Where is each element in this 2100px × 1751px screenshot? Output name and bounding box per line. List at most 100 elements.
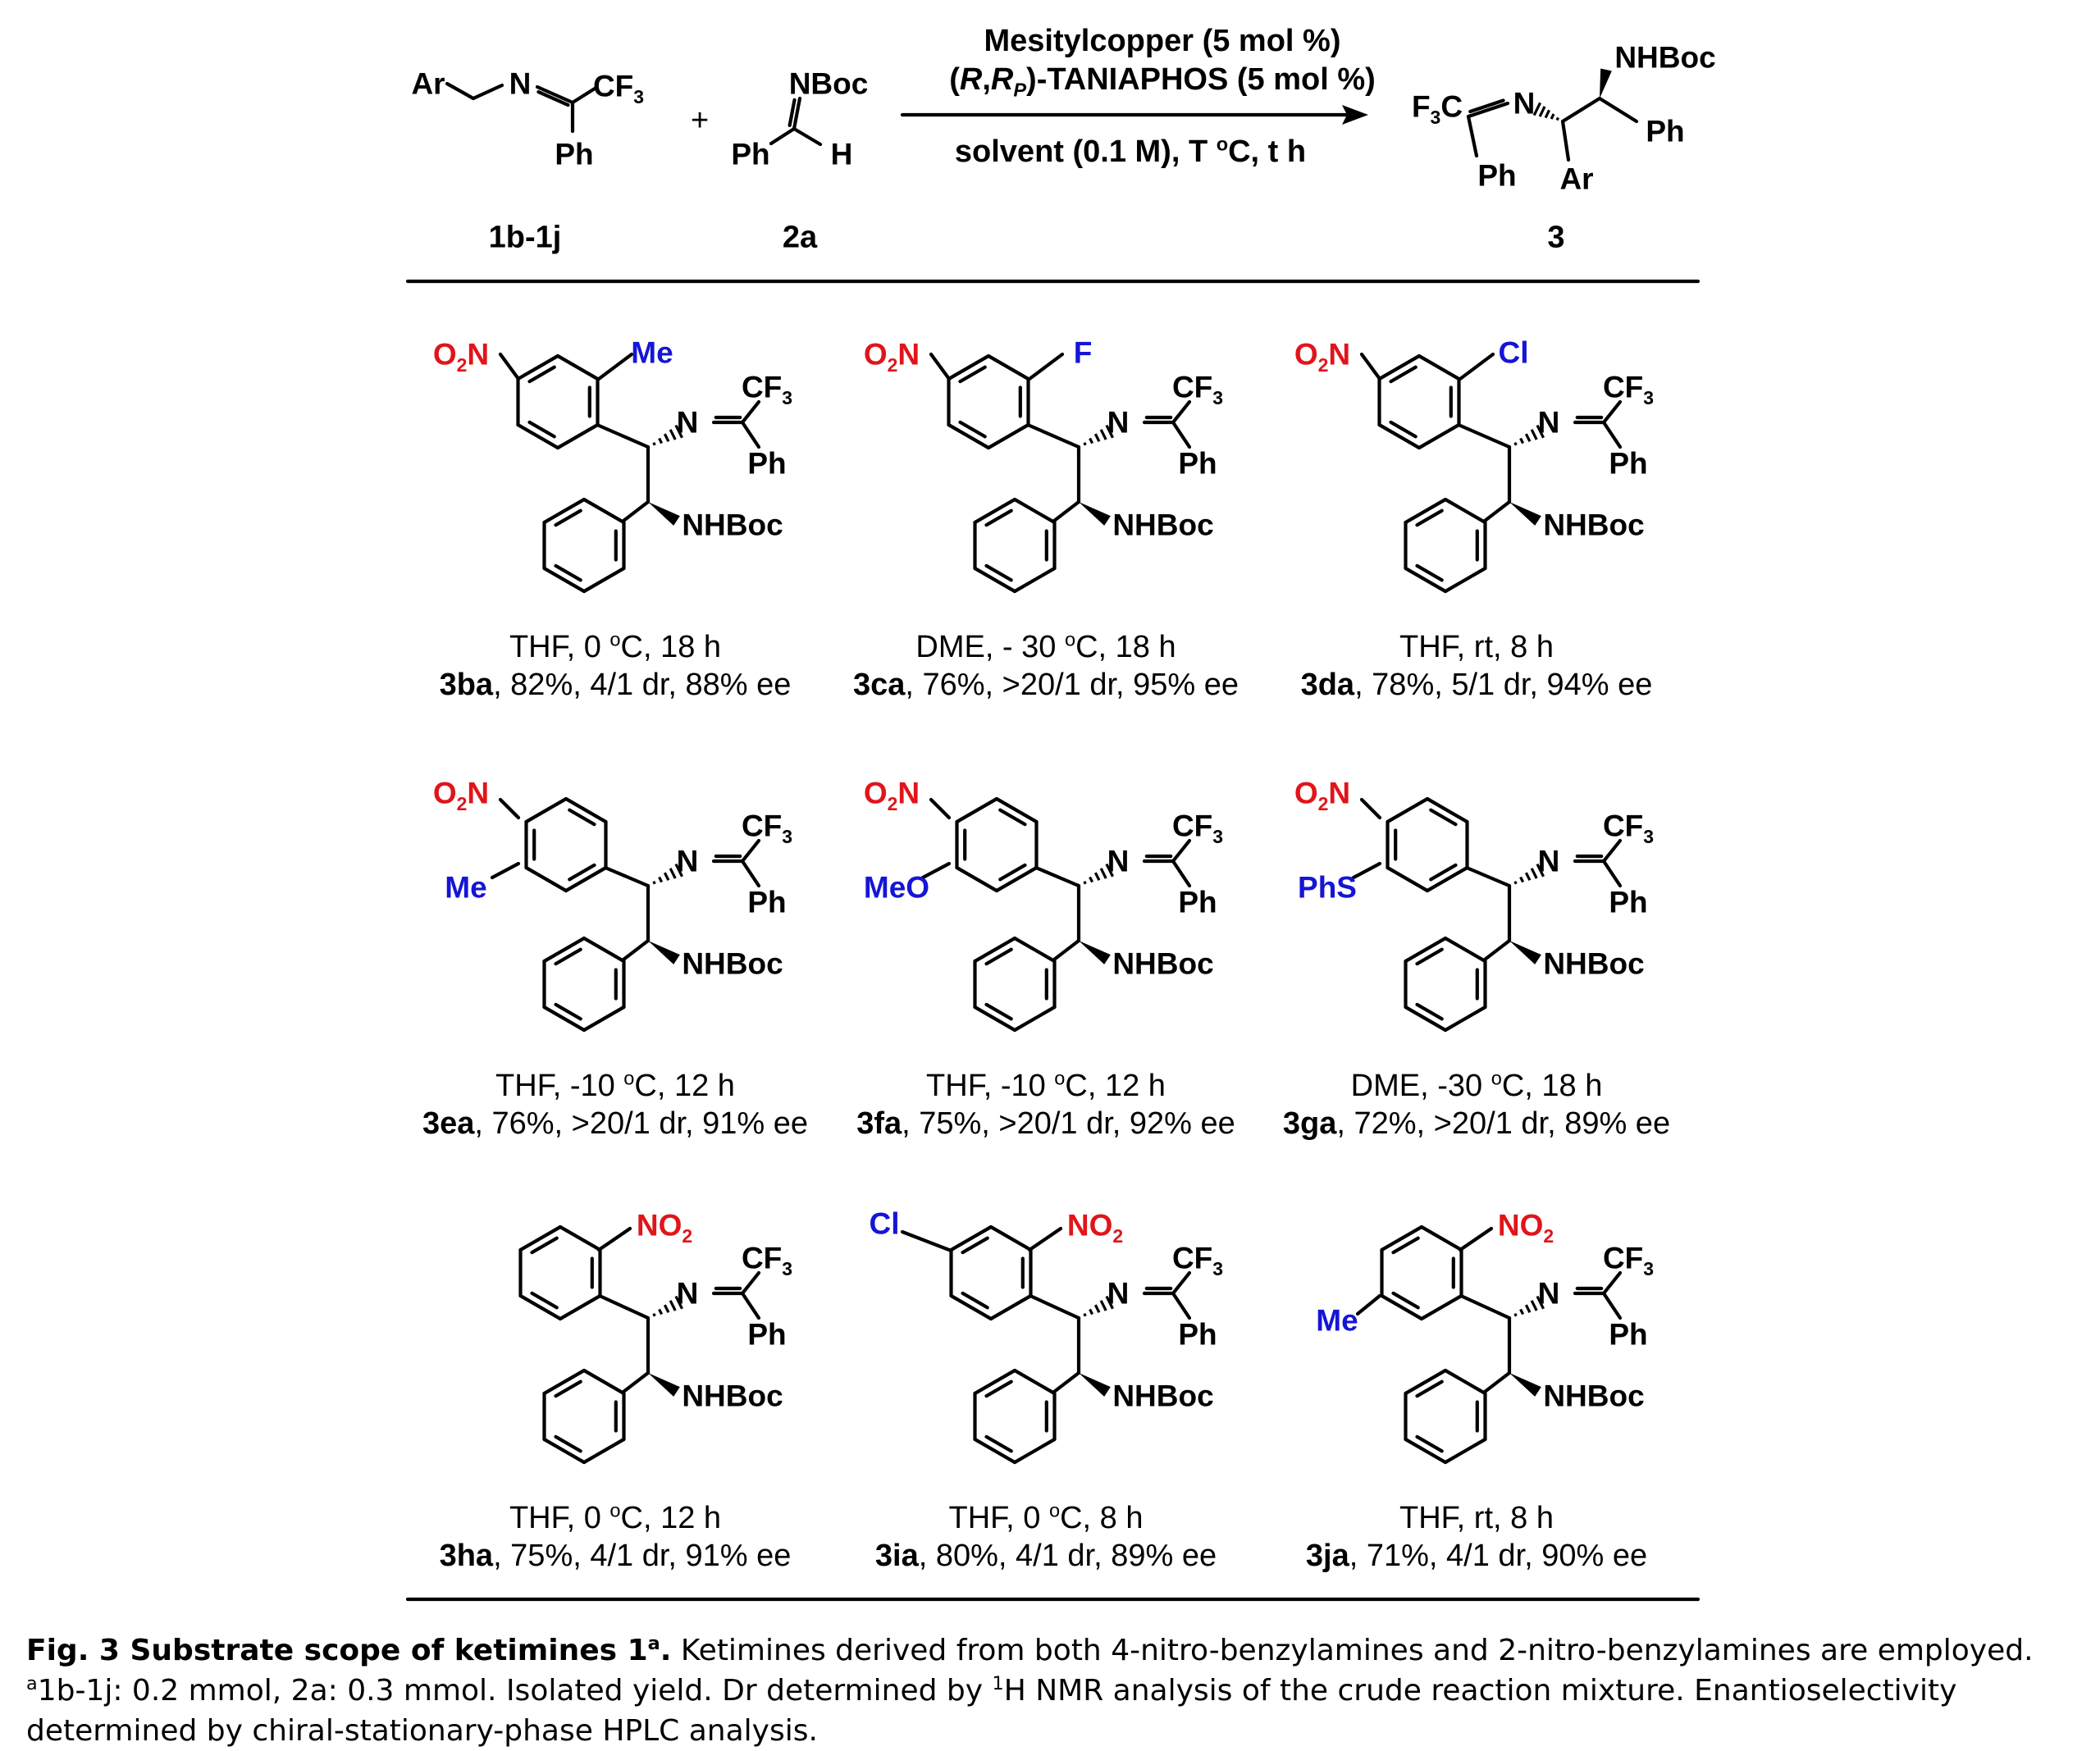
c2-ph-bond [621, 1370, 651, 1394]
n-hashed-bond [1513, 424, 1545, 446]
nhboc-wedge-bond [648, 941, 680, 964]
c2-ph-bond [1052, 499, 1081, 523]
c-cf3-bond [1171, 838, 1192, 864]
c-cf3-bond [740, 399, 761, 425]
r1-ph-label: Ph [555, 137, 594, 171]
p-ph2-label: Ph [1477, 158, 1517, 193]
nhboc-label: NHBoc [1112, 946, 1214, 981]
substituent-label-1: O2N [1294, 776, 1351, 814]
sub-bond-1 [596, 1226, 632, 1252]
entry-conditions: THF, rt, 8 h [1399, 630, 1554, 664]
cf3-label: CF3 [741, 1241, 793, 1279]
nhboc-wedge-bond [1079, 1373, 1111, 1397]
ph-label: Ph [747, 885, 787, 919]
n-hashed-bond [652, 1295, 683, 1317]
p-bond-c-ph [1466, 114, 1479, 158]
n-label: N [1107, 1276, 1130, 1311]
sub-bond-1 [1458, 1226, 1494, 1252]
substituent-label-2: Cl [869, 1206, 900, 1241]
r1-ar-label: Ar [411, 66, 445, 101]
entry-conditions: THF, 0 oC, 12 h [509, 1499, 722, 1535]
phenyl-ring [1404, 497, 1487, 594]
aryl-to-c1-bond [1034, 865, 1081, 888]
substituent-label-2: Me [631, 335, 673, 370]
nhboc-wedge-bond [1079, 941, 1111, 964]
r2-bond-c-h [792, 126, 823, 147]
substituent-label-2: MeO [863, 870, 930, 905]
r1-bond-c-cf3 [570, 86, 597, 105]
r1-imine-double-bond [536, 89, 570, 107]
product-code: 3 [1547, 220, 1565, 255]
substituent-label-1: O2N [863, 337, 920, 376]
phenyl-ring [973, 497, 1057, 594]
c-cf3-bond [1601, 399, 1623, 425]
nhboc-wedge-bond [648, 502, 680, 526]
aryl-ring [949, 1224, 1033, 1321]
sub-bond-1 [1027, 1226, 1063, 1252]
r2-bond-ph-c [769, 126, 797, 146]
c-cf3-bond [1601, 838, 1623, 864]
p-imine-double-bond [1468, 98, 1505, 114]
substituent-label-2: PhS [1298, 870, 1357, 905]
c2-ph-bond [1052, 938, 1081, 962]
r2-imine-double-bond [792, 96, 802, 131]
aryl-ring [947, 353, 1030, 450]
sub-bond-2 [1458, 352, 1495, 381]
p-bond-c-ph [1597, 96, 1639, 124]
phenyl-ring [973, 936, 1057, 1033]
aryl-to-c1-bond [1028, 1293, 1081, 1320]
entry-code: 3ea [422, 1106, 475, 1141]
entry-code: 3fa [856, 1106, 902, 1141]
reagent-line-1: Mesitylcopper (5 mol %) [984, 24, 1341, 58]
n-label: N [1107, 405, 1130, 440]
entry-conditions: THF, 0 oC, 18 h [509, 628, 722, 664]
r2-imine-double-bond [788, 98, 797, 128]
p-imine-double-bond [1466, 101, 1510, 119]
nhboc-wedge-bond [1509, 1373, 1541, 1397]
nhboc-label: NHBoc [1112, 1379, 1214, 1413]
phenyl-ring [973, 1368, 1057, 1465]
c-cf3-bond [740, 838, 761, 864]
ph-label: Ph [1178, 885, 1217, 919]
entry-conditions: THF, -10 oC, 12 h [495, 1067, 735, 1103]
aryl-to-c1-bond [597, 1293, 651, 1320]
cf3-label: CF3 [1171, 1241, 1224, 1279]
aryl-to-c1-bond [1456, 422, 1512, 449]
cf3-label: CF3 [1171, 809, 1224, 847]
n-label: N [676, 405, 699, 440]
substituent-label-1: NO2 [1066, 1208, 1124, 1247]
entry-result: 3ea, 76%, >20/1 dr, 91% ee [422, 1106, 809, 1141]
caption-title: Fig. 3 Substrate scope of ketimines 1a. [26, 1633, 672, 1667]
phenyl-ring [542, 1368, 626, 1465]
substituent-label-1: O2N [1294, 337, 1351, 376]
c-ph-bond [740, 1291, 761, 1320]
entry-result: 3da, 78%, 5/1 dr, 94% ee [1300, 668, 1653, 702]
sub-bond-2 [920, 861, 952, 880]
aryl-ring [1380, 1224, 1463, 1321]
sub-bond-1 [498, 352, 521, 381]
phenyl-ring [542, 497, 626, 594]
substituent-label-1: NO2 [636, 1208, 693, 1247]
c2-ph-bond [1482, 1370, 1512, 1394]
phenyl-ring [1404, 936, 1487, 1033]
c-ph-bond [1171, 420, 1192, 449]
n-hashed-bond [1083, 863, 1114, 885]
sub-bond-2 [1027, 352, 1065, 381]
substituent-label-1: O2N [863, 776, 920, 814]
entry-conditions: THF, -10 oC, 12 h [926, 1067, 1166, 1103]
p-nhboc-label: NHBoc [1614, 40, 1716, 75]
substituent-label-1: NO2 [1497, 1208, 1554, 1247]
c2-ph-bond [621, 938, 651, 962]
aryl-to-c1-bond [603, 865, 651, 888]
r1-code: 1b-1j [488, 220, 562, 255]
phenyl-ring [1404, 1368, 1487, 1465]
aryl-to-c1-bond [1025, 422, 1081, 449]
aryl-ring [1386, 796, 1469, 893]
cf3-label: CF3 [741, 370, 793, 408]
nhboc-label: NHBoc [682, 508, 783, 542]
cf3-label: CF3 [1602, 809, 1655, 847]
p-bond-c-ar [1560, 119, 1571, 162]
entry-code: 3ha [439, 1539, 494, 1573]
sub-bond-2 [900, 1229, 952, 1252]
